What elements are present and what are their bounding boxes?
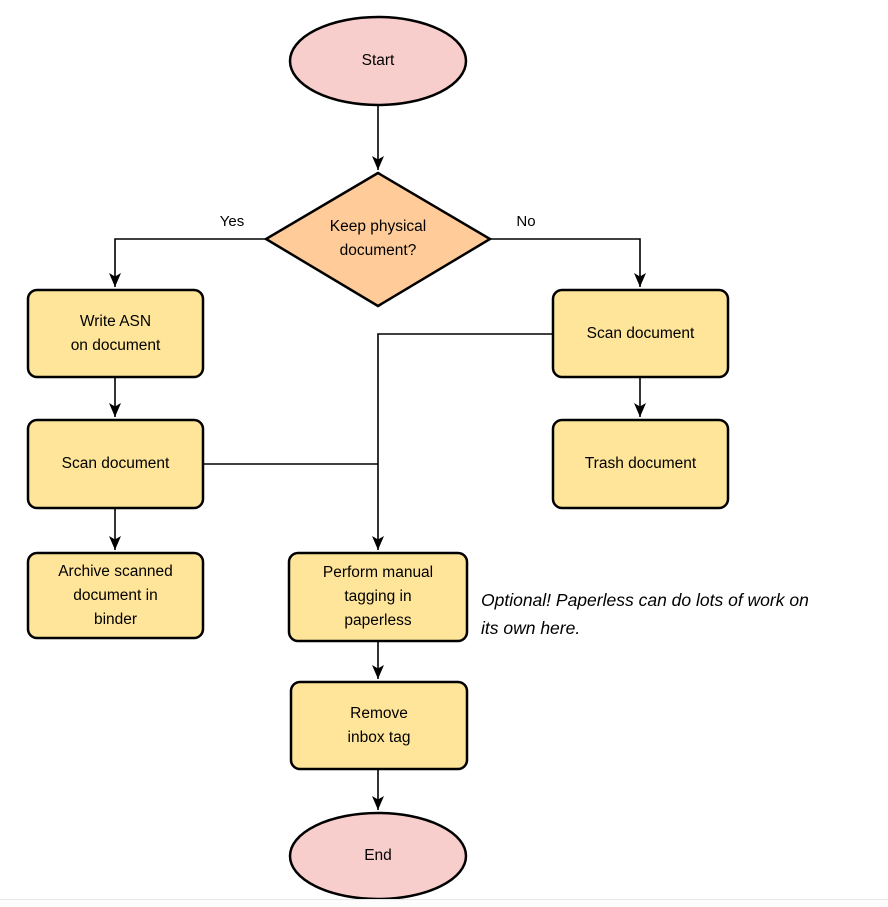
decision-label: Keep physical document? bbox=[329, 218, 427, 259]
write-asn-node bbox=[26, 288, 205, 379]
bottom-hairline bbox=[0, 899, 888, 900]
scan-left-label: Scan document bbox=[61, 455, 170, 472]
trash-label: Trash document bbox=[584, 455, 697, 472]
no-edge-label: No bbox=[498, 210, 554, 232]
tagging-label: Perform manual tagging in paperless bbox=[322, 564, 434, 629]
tagging-node bbox=[287, 551, 469, 643]
edge-decision-no bbox=[490, 238, 646, 287]
archive-label: Archive scanned document in binder bbox=[58, 562, 173, 628]
bottom-strip bbox=[0, 900, 888, 907]
start-label: Start bbox=[361, 52, 395, 69]
scan-left-node bbox=[26, 418, 205, 510]
scan-right-node bbox=[551, 288, 730, 379]
end-label: End bbox=[364, 847, 392, 864]
optional-note: Optional! Paperless can do lots of work … bbox=[481, 590, 809, 638]
start-node bbox=[288, 15, 468, 107]
trash-node bbox=[551, 418, 730, 510]
edge-scanright-to-tagging bbox=[372, 333, 553, 550]
yes-edge-label: Yes bbox=[200, 210, 264, 232]
remove-inbox-label: Remove inbox tag bbox=[347, 704, 411, 746]
archive-node bbox=[26, 551, 205, 640]
remove-inbox-node bbox=[289, 680, 469, 771]
decision-node bbox=[263, 171, 493, 308]
scan-right-label: Scan document bbox=[586, 324, 695, 342]
edge-decision-yes bbox=[109, 238, 266, 287]
write-asn-label: Write ASN on document bbox=[70, 312, 161, 354]
